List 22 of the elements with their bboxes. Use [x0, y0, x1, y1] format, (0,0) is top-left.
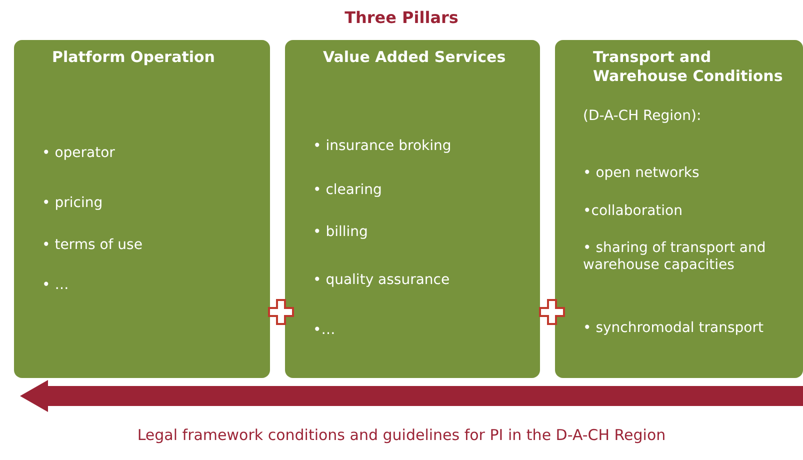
bullet-item: • clearing: [313, 182, 383, 199]
pillar-heading: Value Added Services: [323, 48, 507, 67]
bullet-item: •collaboration: [583, 203, 684, 220]
bullet-item: • terms of use: [42, 237, 144, 254]
bullet-item: • billing: [313, 224, 369, 241]
pillar-box: [285, 40, 540, 378]
pillar-box: [14, 40, 270, 378]
diagram-title: Three Pillars: [344, 8, 460, 27]
pillar-heading: Transport and Warehouse Conditions: [593, 48, 784, 86]
pillar-box: [555, 40, 803, 378]
bullet-item: • pricing: [42, 195, 104, 212]
bullet-item: • …: [42, 277, 70, 294]
bullet-item: • operator: [42, 145, 116, 162]
bullet-item: • quality assurance: [313, 272, 451, 289]
bullet-item: (D-A-CH Region):: [583, 108, 702, 125]
bullet-item: • insurance broking: [313, 138, 452, 155]
bullet-item: • synchromodal transport: [583, 320, 764, 337]
bullet-item: • sharing of transport and warehouse capacities: [583, 240, 767, 274]
arrow-caption: Legal framework conditions and guidelines for PI in the D-A-CH Region: [136, 426, 667, 444]
bullet-item: •…: [313, 322, 336, 339]
bullet-item: • open networks: [583, 165, 700, 182]
pillar-heading: Platform Operation: [52, 48, 216, 67]
